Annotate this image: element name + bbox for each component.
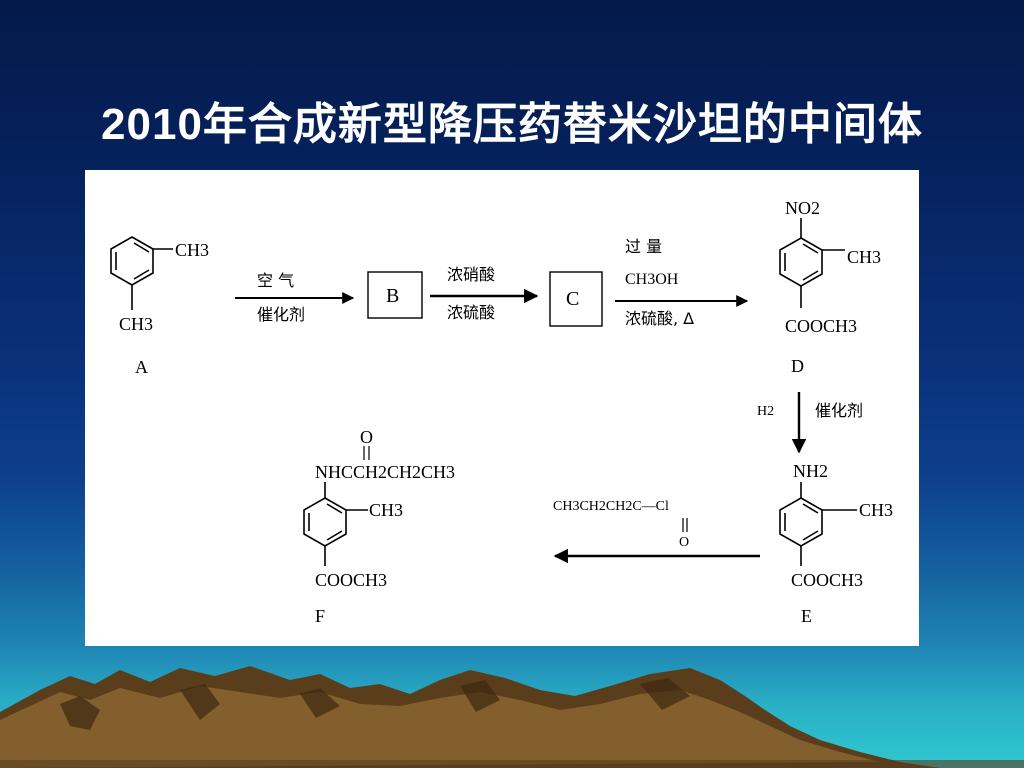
mountain-decoration: [0, 666, 1024, 768]
reaction-scheme-panel: CH3 CH3 A 空 气 催化剂 B 浓硝酸 浓硫酸 C 过 量 CH3OH …: [85, 170, 919, 646]
compound-e-amino: NH2: [793, 461, 828, 481]
step1-reagent-bottom: 催化剂: [257, 305, 305, 324]
step3-reagent-line1: 过 量: [625, 237, 662, 256]
compound-e-ester: COOCH3: [791, 570, 863, 590]
box-c: [549, 271, 603, 327]
step1-reagent-top: 空 气: [257, 271, 294, 290]
compound-f-amide: NHCCH2CH2CH3: [315, 462, 455, 482]
step3-reagent-line3: 浓硫酸, Δ: [625, 309, 694, 328]
compound-a-structure: [110, 236, 173, 310]
compound-d-nitro: NO2: [785, 198, 820, 218]
compound-f-structure: [303, 482, 368, 566]
compound-f-methyl: CH3: [369, 500, 403, 520]
slide-title: 2010年合成新型降压药替米沙坦的中间体: [101, 100, 923, 149]
compound-d-structure: [779, 218, 845, 308]
compound-a-methyl-1: CH3: [175, 240, 209, 260]
step5-reagent: CH3CH2CH2C—Cl: [553, 499, 669, 514]
box-b: [367, 271, 423, 319]
step4-reagent-right: 催化剂: [815, 401, 863, 420]
compound-f-ester: COOCH3: [315, 570, 387, 590]
box-b-label: B: [386, 285, 399, 307]
box-c-label: C: [566, 288, 579, 310]
compound-e-label: E: [801, 606, 812, 626]
compound-d-ester: COOCH3: [785, 316, 857, 336]
compound-a-label: A: [135, 357, 148, 377]
step4-reagent-left: H2: [757, 404, 774, 419]
compound-f-carbonyl-o: O: [360, 427, 373, 447]
step3-reagent-line2: CH3OH: [625, 271, 679, 288]
step2-reagent-top: 浓硝酸: [447, 265, 495, 284]
compound-e-methyl: CH3: [859, 500, 893, 520]
compound-f-label: F: [315, 606, 325, 626]
compound-d-methyl: CH3: [847, 247, 881, 267]
step5-carbonyl-o: O: [679, 535, 689, 550]
compound-a-methyl-2: CH3: [119, 314, 153, 334]
reaction-scheme: CH3 CH3 A 空 气 催化剂 B 浓硝酸 浓硫酸 C 过 量 CH3OH …: [110, 198, 893, 626]
compound-d-label: D: [791, 356, 804, 376]
compound-e-structure: [779, 482, 857, 566]
step2-reagent-bottom: 浓硫酸: [447, 303, 495, 322]
